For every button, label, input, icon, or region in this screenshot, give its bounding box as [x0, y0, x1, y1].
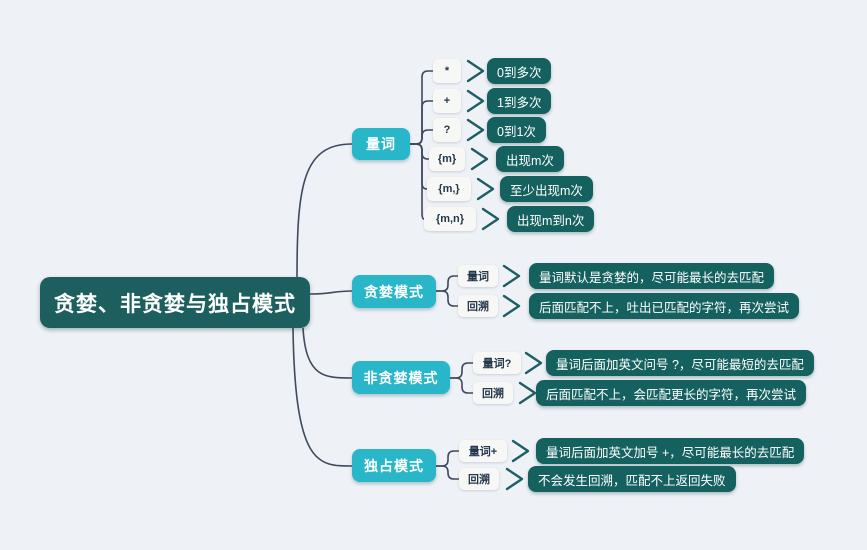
connector-line — [436, 465, 459, 480]
branch-node-possessive[interactable]: 独占模式 — [352, 449, 436, 482]
child-label-nongreedy-backtrack[interactable]: 回溯 — [473, 382, 513, 404]
connector-line — [410, 143, 425, 220]
connector-line — [436, 275, 458, 292]
connector-line — [436, 450, 459, 467]
connector-line — [410, 70, 433, 145]
leaf-node-m-or-more[interactable]: 至少出现m次 — [500, 176, 593, 202]
connector-line — [292, 327, 353, 467]
child-label-greedy-backtrack[interactable]: 回溯 — [458, 295, 498, 317]
chevron-right-icon — [511, 439, 530, 463]
connector-line — [436, 290, 458, 307]
leaf-node-zero-or-more[interactable]: 0到多次 — [487, 58, 552, 84]
connector-line — [410, 100, 433, 145]
connector-line — [296, 143, 353, 278]
chevron-right-icon — [505, 467, 524, 491]
leaf-node-possessive-backtrack[interactable]: 不会发生回溯，匹配不上返回失败 — [528, 466, 736, 492]
branch-node-nongreedy[interactable]: 非贪婪模式 — [352, 361, 450, 394]
leaf-node-zero-or-one[interactable]: 0到1次 — [487, 117, 546, 143]
leaf-node-one-or-more[interactable]: 1到多次 — [487, 88, 552, 114]
chevron-right-icon — [476, 177, 495, 201]
chevron-right-icon — [466, 59, 485, 83]
child-label-m-to-n[interactable]: {m,n} — [424, 207, 476, 231]
root-node[interactable]: 贪婪、非贪婪与独占模式 — [40, 277, 310, 328]
connector-line — [309, 290, 353, 295]
chevron-right-icon — [470, 147, 489, 171]
leaf-node-m-to-n[interactable]: 出现m到n次 — [507, 206, 595, 232]
child-label-plus[interactable]: + — [433, 89, 461, 113]
leaf-node-greedy-quantifier[interactable]: 量词默认是贪婪的，尽可能最长的去匹配 — [529, 263, 775, 289]
chevron-right-icon — [466, 118, 485, 142]
chevron-right-icon — [481, 207, 500, 231]
leaf-node-m-times[interactable]: 出现m次 — [496, 146, 564, 172]
connector-line — [410, 129, 433, 145]
child-label-m-or-more[interactable]: {m,} — [427, 177, 471, 201]
branch-node-greedy[interactable]: 贪婪模式 — [352, 275, 436, 308]
child-label-possessive-backtrack[interactable]: 回溯 — [459, 468, 499, 490]
chevron-right-icon — [466, 89, 485, 113]
branch-node-quantifier[interactable]: 量词 — [352, 128, 410, 160]
child-label-m-times[interactable]: {m} — [429, 147, 465, 171]
connector-line — [410, 143, 429, 160]
chevron-right-icon — [518, 381, 537, 405]
leaf-node-possessive-quantifier[interactable]: 量词后面加英文加号 +，尽可能最长的去匹配 — [536, 438, 805, 464]
child-label-possessive-quantifier[interactable]: 量词+ — [459, 440, 507, 462]
leaf-node-nongreedy-backtrack[interactable]: 后面匹配不上，会匹配更长的字符，再次尝试 — [536, 380, 807, 406]
connector-line — [410, 143, 428, 190]
connector-line — [450, 362, 473, 379]
chevron-right-icon — [502, 294, 521, 318]
chevron-right-icon — [502, 264, 521, 288]
chevron-right-icon — [524, 351, 543, 375]
connector-line — [450, 377, 473, 394]
child-label-question[interactable]: ? — [433, 118, 461, 142]
leaf-node-greedy-backtrack[interactable]: 后面匹配不上，吐出已匹配的字符，再次尝试 — [529, 293, 800, 319]
child-label-greedy-quantifier[interactable]: 量词 — [458, 265, 498, 287]
child-label-star[interactable]: * — [433, 59, 461, 83]
connector-line — [302, 327, 353, 379]
child-label-nongreedy-quantifier[interactable]: 量词? — [473, 352, 521, 374]
leaf-node-nongreedy-quantifier[interactable]: 量词后面加英文问号 ?，尽可能最短的去匹配 — [546, 350, 814, 376]
